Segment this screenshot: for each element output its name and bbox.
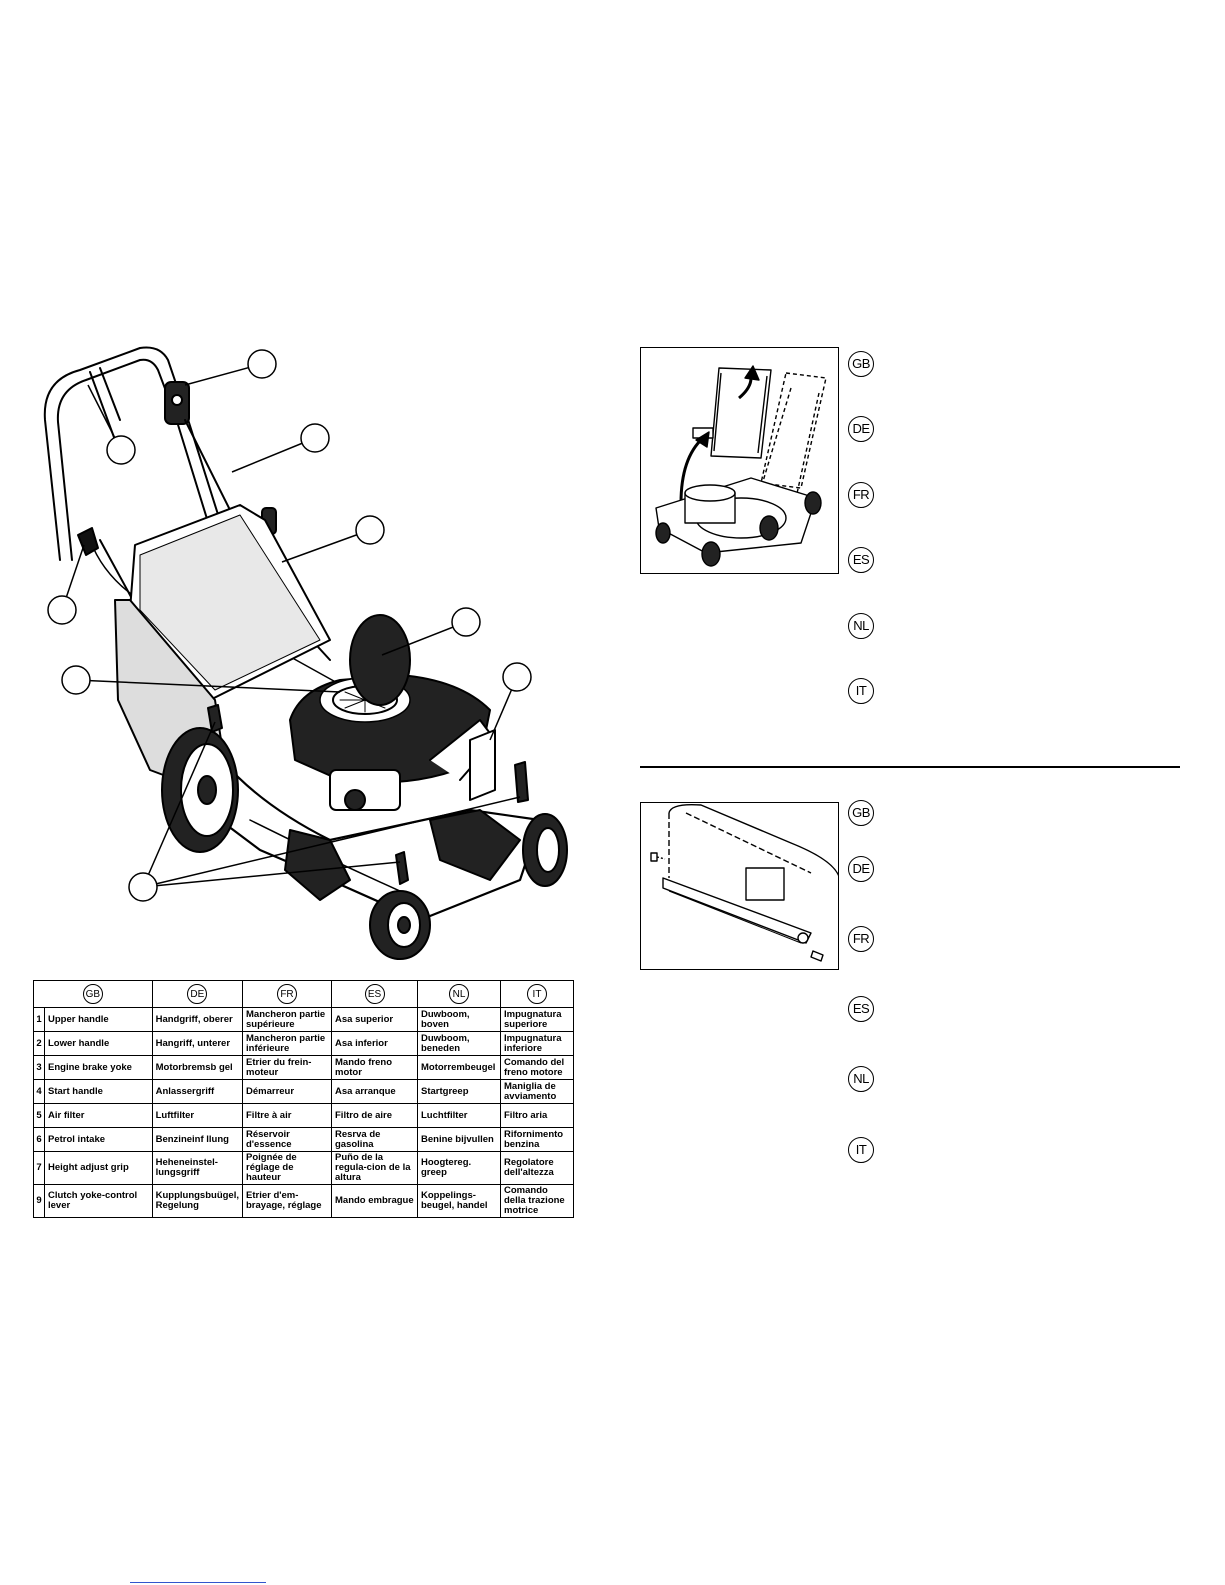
mower-illustration xyxy=(43,346,568,960)
lang-badge-es: ES xyxy=(848,547,874,573)
cell-it: Comando della trazione motrice xyxy=(500,1184,574,1218)
row-number: 9 xyxy=(33,1184,45,1218)
cell-nl: Luchtfilter xyxy=(417,1103,501,1128)
cell-it: Impugnatura inferiore xyxy=(500,1031,574,1056)
cell-nl: Koppelings-beugel, handel xyxy=(417,1184,501,1218)
parts-table: GB DE FR ES NL IT 1 Upper handle Handgri… xyxy=(33,980,574,1218)
row-number: 6 xyxy=(33,1127,45,1152)
cell-fr: Mancheron partie supérieure xyxy=(242,1007,332,1032)
screw-fixing-figure xyxy=(640,802,839,970)
cell-gb: Start handle xyxy=(44,1079,153,1104)
cell-gb: Lower handle xyxy=(44,1031,153,1056)
cell-fr: Réservoir d'essence xyxy=(242,1127,332,1152)
table-row: 2 Lower handle Hangriff, unterer Mancher… xyxy=(33,1031,574,1056)
lang-badge-nl: NL xyxy=(848,1066,874,1092)
cell-nl: Benine bijvullen xyxy=(417,1127,501,1152)
table-row: 9 Clutch yoke-control lever Kupplungsbuü… xyxy=(33,1184,574,1218)
cell-de: Kupplungsbuügel, Regelung xyxy=(151,1184,244,1218)
cell-es: Asa arranque xyxy=(331,1079,418,1104)
row-number: 2 xyxy=(33,1031,45,1056)
cell-fr: Filtre à air xyxy=(242,1103,332,1128)
cell-nl: Startgreep xyxy=(417,1079,501,1104)
lang-badge-es: ES xyxy=(364,984,385,1004)
cell-gb: Air filter xyxy=(44,1103,153,1128)
table-row: 5 Air filter Luftfilter Filtre à air Fil… xyxy=(33,1103,574,1128)
lang-badge-nl: NL xyxy=(848,613,874,639)
row-number: 5 xyxy=(33,1103,45,1128)
table-row: 7 Height adjust grip Heheneinstel-lungsg… xyxy=(33,1151,574,1185)
row-number: 4 xyxy=(33,1079,45,1104)
handle-unfold-figure xyxy=(640,347,839,574)
cell-it: Rifornimento benzina xyxy=(500,1127,574,1152)
lang-badge-it: IT xyxy=(848,1137,874,1163)
table-row: 3 Engine brake yoke Motorbremsb gel Etri… xyxy=(33,1055,574,1080)
cell-nl: Motorrembeugel xyxy=(417,1055,501,1080)
cell-gb: Clutch yoke-control lever xyxy=(44,1184,153,1218)
cell-it: Maniglia de avviamento xyxy=(500,1079,574,1104)
cell-gb: Petrol intake xyxy=(44,1127,153,1152)
cell-es: Mando freno motor xyxy=(331,1055,418,1080)
lang-badge-fr: FR xyxy=(848,482,874,508)
cell-it: Impugnatura superiore xyxy=(500,1007,574,1032)
lang-badge-de: DE xyxy=(848,856,874,882)
cell-de: Benzineinf llung xyxy=(151,1127,244,1152)
cell-es: Filtro de aire xyxy=(331,1103,418,1128)
footer-link-underline[interactable] xyxy=(130,1582,266,1583)
cell-de: Luftfilter xyxy=(151,1103,244,1128)
lang-badge-de: DE xyxy=(848,416,874,442)
row-number: 3 xyxy=(33,1055,45,1080)
cell-gb: Engine brake yoke xyxy=(44,1055,153,1080)
cell-it: Filtro aria xyxy=(500,1103,574,1128)
lang-badge-fr: FR xyxy=(277,984,297,1004)
section-divider xyxy=(640,766,1180,768)
cell-nl: Duwboom, beneden xyxy=(417,1031,501,1056)
lang-badge-it: IT xyxy=(527,984,547,1004)
cell-es: Resrva de gasolina xyxy=(331,1127,418,1152)
lang-badge-de: DE xyxy=(187,984,208,1004)
cell-nl: Hoogtereg. greep xyxy=(417,1151,501,1185)
cell-de: Handgriff, oberer xyxy=(151,1007,244,1032)
cell-es: Asa superior xyxy=(331,1007,418,1032)
cell-gb: Height adjust grip xyxy=(44,1151,153,1185)
cell-it: Comando del freno motore xyxy=(500,1055,574,1080)
lang-badge-it: IT xyxy=(848,678,874,704)
cell-de: Hangriff, unterer xyxy=(151,1031,244,1056)
lang-badge-gb: GB xyxy=(848,800,874,826)
cell-nl: Duwboom, boven xyxy=(417,1007,501,1032)
cell-gb: Upper handle xyxy=(44,1007,153,1032)
table-header-row: GB DE FR ES NL IT xyxy=(33,980,574,1008)
cell-de: Heheneinstel-lungsgriff xyxy=(151,1151,244,1185)
lang-badge-nl: NL xyxy=(449,984,469,1004)
cell-fr: Poignée de réglage de hauteur xyxy=(242,1151,332,1185)
cell-es: Puño de la regula-cion de la altura xyxy=(331,1151,418,1185)
cell-de: Anlassergriff xyxy=(151,1079,244,1104)
cell-es: Asa inferior xyxy=(331,1031,418,1056)
cell-fr: Démarreur xyxy=(242,1079,332,1104)
cell-es: Mando embrague xyxy=(331,1184,418,1218)
cell-fr: Etrier du frein-moteur xyxy=(242,1055,332,1080)
row-number: 1 xyxy=(33,1007,45,1032)
lang-badge-es: ES xyxy=(848,996,874,1022)
row-number: 7 xyxy=(33,1151,45,1185)
table-row: 6 Petrol intake Benzineinf llung Réservo… xyxy=(33,1127,574,1152)
cell-de: Motorbremsb gel xyxy=(151,1055,244,1080)
lang-badge-fr: FR xyxy=(848,926,874,952)
cell-fr: Etrier d'em-brayage, réglage xyxy=(242,1184,332,1218)
lang-badge-gb: GB xyxy=(848,351,874,377)
table-row: 4 Start handle Anlassergriff Démarreur A… xyxy=(33,1079,574,1104)
table-row: 1 Upper handle Handgriff, oberer Mancher… xyxy=(33,1007,574,1032)
cell-fr: Mancheron partie inférieure xyxy=(242,1031,332,1056)
cell-it: Regolatore dell'altezza xyxy=(500,1151,574,1185)
lang-badge-gb: GB xyxy=(82,984,103,1004)
